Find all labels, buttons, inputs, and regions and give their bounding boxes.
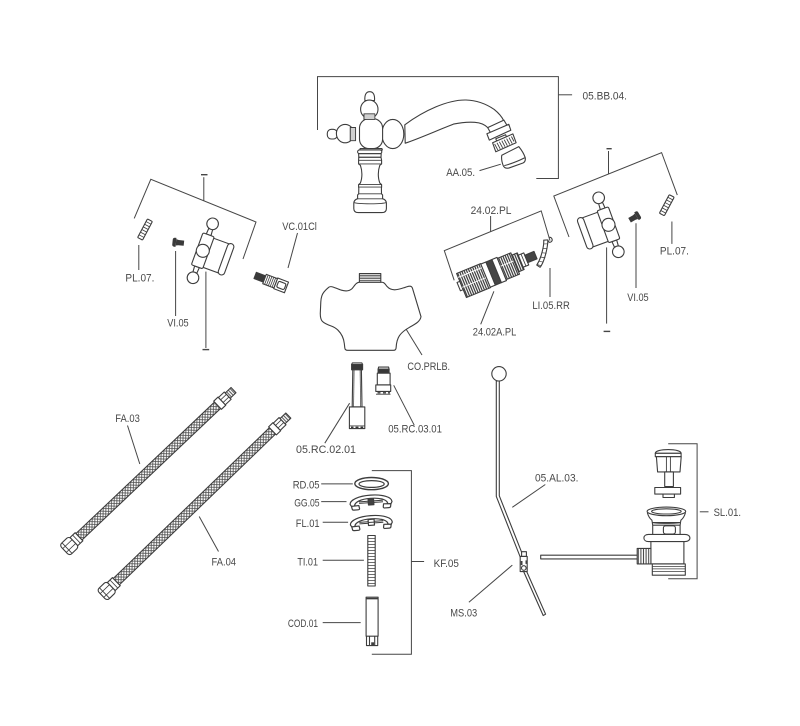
svg-text:FL.01: FL.01 (296, 518, 320, 530)
svg-text:VI.05: VI.05 (627, 292, 649, 304)
svg-text:GG.05: GG.05 (294, 498, 319, 510)
svg-text:MS.03: MS.03 (450, 608, 477, 620)
svg-text:VC.01Cl: VC.01Cl (282, 221, 317, 233)
svg-text:SL.01.: SL.01. (714, 507, 741, 519)
svg-text:05.BB.04.: 05.BB.04. (583, 90, 628, 102)
svg-text:05.AL.03.: 05.AL.03. (535, 473, 578, 485)
svg-text:VI.05: VI.05 (167, 318, 189, 330)
svg-text:24.02.PL: 24.02.PL (471, 205, 512, 217)
svg-text:24.02A.PL: 24.02A.PL (473, 327, 517, 339)
svg-text:COD.01: COD.01 (288, 618, 318, 630)
svg-text:RD.05: RD.05 (293, 480, 320, 492)
svg-text:05.RC.02.01: 05.RC.02.01 (296, 444, 356, 456)
svg-text:FA.03: FA.03 (115, 413, 140, 425)
svg-text:CO.PRLB.: CO.PRLB. (407, 361, 450, 373)
svg-text:05.RC.03.01: 05.RC.03.01 (388, 423, 442, 435)
svg-text:PL.07.: PL.07. (660, 245, 689, 257)
svg-text:TI.01: TI.01 (297, 557, 318, 569)
svg-text:AA.05.: AA.05. (446, 167, 475, 179)
svg-text:PL.07.: PL.07. (125, 272, 154, 284)
svg-text:LI.05.RR: LI.05.RR (532, 300, 569, 312)
svg-text:KF.05: KF.05 (434, 558, 459, 570)
svg-text:FA.04: FA.04 (212, 557, 237, 569)
